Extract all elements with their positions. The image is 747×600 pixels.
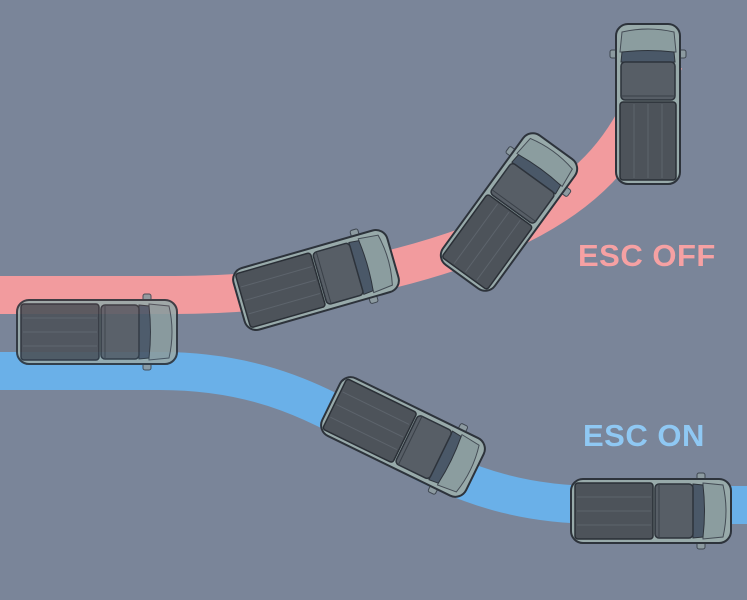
esc-off-label: ESC OFF [578,238,716,273]
esc-on-vehicle-2-icon [570,472,732,550]
esc-off-vehicle-3-icon [609,23,687,185]
esc-on-label: ESC ON [583,418,705,453]
start-vehicle-icon [16,293,178,371]
esc-on-vehicle-1-icon [313,366,493,508]
esc-off-vehicle-1-icon [227,220,405,340]
